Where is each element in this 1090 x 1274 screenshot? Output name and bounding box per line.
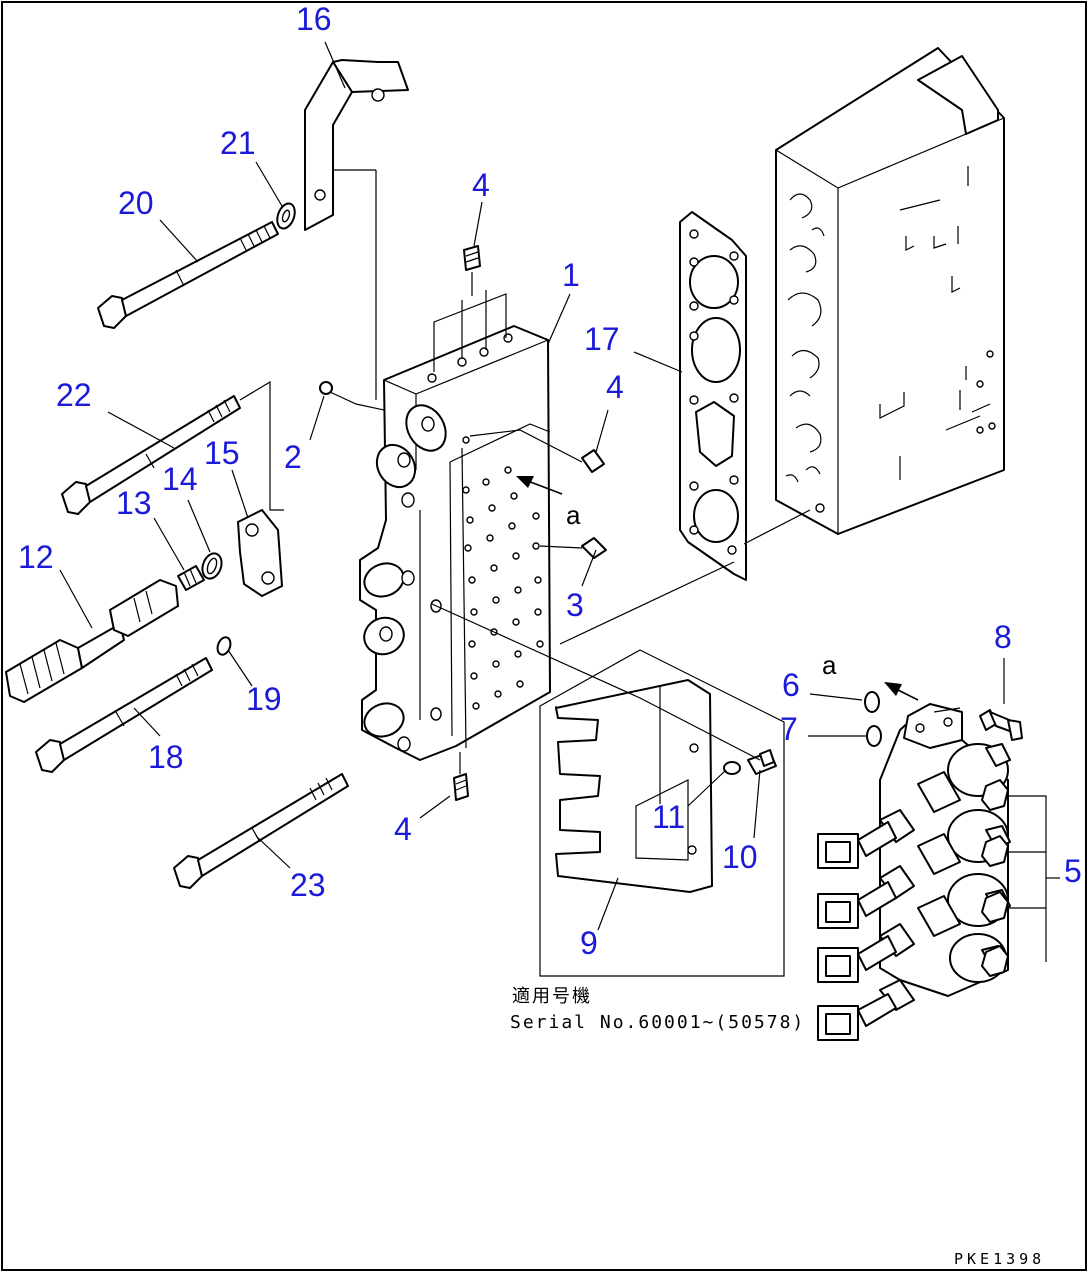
bolt-22 bbox=[61, 380, 284, 515]
view-mark-a-body: a bbox=[566, 500, 581, 530]
view-arrow-a-body bbox=[516, 476, 563, 495]
plate-15 bbox=[237, 509, 283, 597]
callout-labels: 16 21 20 4 1 17 4 22 15 2 14 13 12 3 19 … bbox=[18, 1, 1082, 961]
drawing-reference: PKE1398 bbox=[954, 1250, 1045, 1268]
transmission-case bbox=[775, 47, 1005, 535]
washer-11 bbox=[723, 761, 741, 775]
plug-4-bottom bbox=[453, 752, 469, 801]
callout-22: 22 bbox=[56, 377, 92, 413]
callout-8: 8 bbox=[994, 619, 1012, 655]
view-arrow-a-solenoid bbox=[884, 682, 919, 701]
callout-2: 2 bbox=[284, 439, 302, 475]
callout-19: 19 bbox=[246, 681, 282, 717]
o-ring-6 bbox=[864, 691, 880, 713]
washer-21 bbox=[276, 202, 296, 230]
bolt-10 bbox=[747, 749, 777, 775]
callout-5: 5 bbox=[1064, 853, 1082, 889]
inset-frame bbox=[539, 649, 785, 977]
washer-19 bbox=[216, 636, 232, 656]
callout-4-top: 4 bbox=[472, 167, 490, 203]
solenoid-valve-assy-5 bbox=[817, 703, 1011, 1041]
callout-20: 20 bbox=[118, 185, 154, 221]
valve-body-1 bbox=[359, 325, 551, 761]
bolt-8 bbox=[979, 709, 1023, 741]
applicability-heading: 適用号機 bbox=[512, 986, 592, 1007]
cover-plate-9 bbox=[555, 679, 713, 893]
callout-14: 14 bbox=[162, 461, 198, 497]
callout-15: 15 bbox=[204, 435, 240, 471]
bracket-part bbox=[304, 59, 409, 400]
callout-21: 21 bbox=[220, 125, 256, 161]
callout-6: 6 bbox=[782, 667, 800, 703]
callout-18: 18 bbox=[148, 739, 184, 775]
ball-2 bbox=[319, 381, 333, 395]
callout-9: 9 bbox=[580, 925, 598, 961]
plug-3 bbox=[539, 537, 607, 559]
gasket-17 bbox=[679, 211, 747, 581]
callout-12: 12 bbox=[18, 539, 54, 575]
callout-17: 17 bbox=[584, 321, 620, 357]
callout-16: 16 bbox=[296, 1, 332, 37]
callout-7: 7 bbox=[780, 711, 798, 747]
callout-3: 3 bbox=[566, 587, 584, 623]
plug-4-top bbox=[433, 245, 507, 372]
plug-4-right bbox=[469, 429, 605, 473]
bolt-20 bbox=[97, 221, 279, 329]
spool-12 bbox=[5, 579, 179, 703]
o-ring-7 bbox=[866, 725, 882, 747]
callout-1: 1 bbox=[562, 257, 580, 293]
spring-13 bbox=[177, 565, 205, 591]
callout-4-bottom: 4 bbox=[394, 811, 412, 847]
view-mark-a-solenoid: a bbox=[822, 650, 837, 680]
o-ring-14 bbox=[201, 552, 223, 580]
callout-10: 10 bbox=[722, 839, 758, 875]
callout-23: 23 bbox=[290, 867, 326, 903]
leader-lines bbox=[59, 41, 1005, 931]
bolt-18 bbox=[35, 657, 213, 773]
callout-11: 11 bbox=[652, 799, 685, 835]
bolt-23 bbox=[173, 773, 349, 889]
solenoid-connectors bbox=[817, 771, 961, 1041]
solenoid-nuts bbox=[981, 779, 1009, 977]
applicability-serial: Serial No.60001~(50578) bbox=[510, 1012, 805, 1033]
callout-13: 13 bbox=[116, 485, 152, 521]
valve-body-ports bbox=[462, 436, 544, 710]
callout-4-right: 4 bbox=[606, 369, 624, 405]
